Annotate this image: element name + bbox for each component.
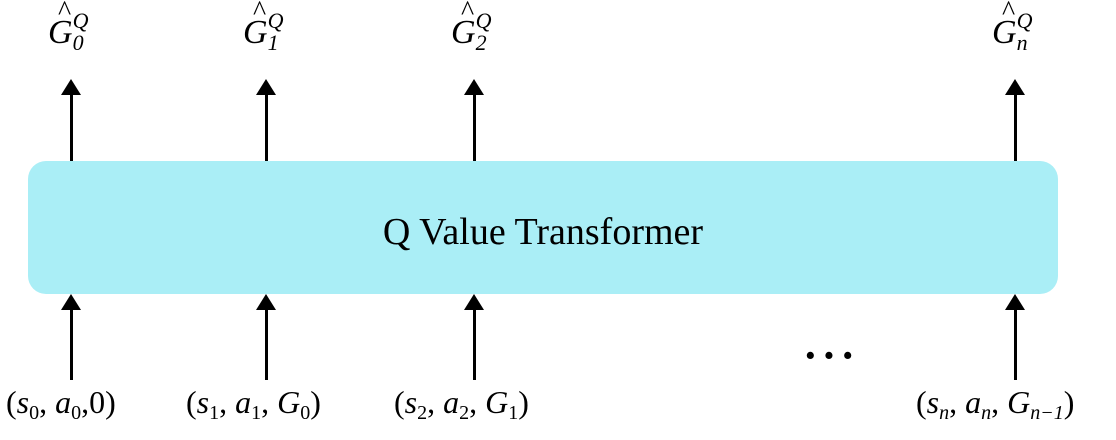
transformer-block: Q Value Transformer [28,161,1058,294]
input-label-1: (s1, a1, G0) [186,384,321,424]
ellipsis: ··· [803,331,860,380]
transformer-label: Q Value Transformer [382,210,704,253]
output-arrow-0 [59,79,83,161]
input-arrow-1 [254,294,278,380]
output-arrow-n [1003,79,1027,161]
output-arrow-1 [254,79,278,161]
output-arrow-2 [462,79,486,161]
input-arrow-2 [462,294,486,380]
input-arrow-n [1003,294,1027,380]
input-label-n: (sn, an, Gn−1) [916,384,1075,424]
input-label-2: (s2, a2, G1) [394,384,529,424]
input-label-0: (s0, a0,0) [6,384,116,424]
input-arrow-0 [59,294,83,380]
